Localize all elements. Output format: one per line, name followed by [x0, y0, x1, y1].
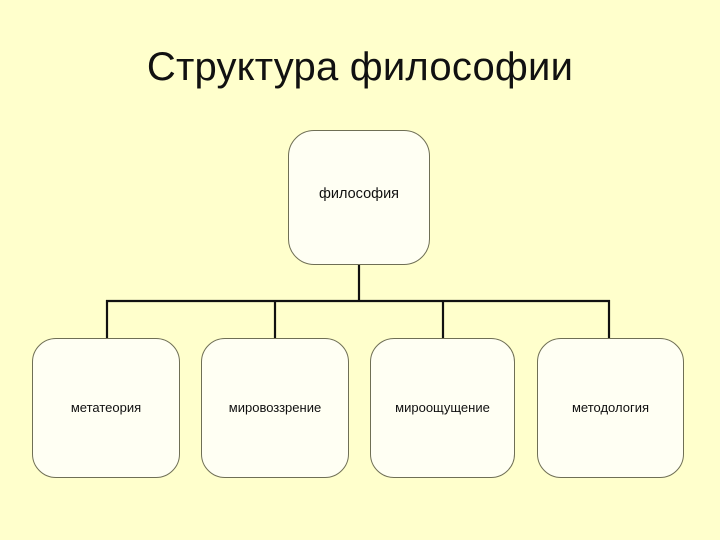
- node-child-methodology[interactable]: методология: [537, 338, 684, 478]
- node-root-label: философия: [318, 186, 400, 202]
- node-child-worldview[interactable]: мировоззрение: [201, 338, 349, 478]
- node-root-philosophy[interactable]: философия: [288, 130, 430, 265]
- page-title: Структура философии: [146, 45, 574, 89]
- node-child-label: мировоззрение: [228, 399, 322, 415]
- node-child-metatheory[interactable]: метатеория: [32, 338, 180, 478]
- node-child-world-sensing[interactable]: мироощущение: [370, 338, 515, 478]
- node-child-label: мироощущение: [395, 399, 490, 415]
- node-child-label: методология: [571, 399, 650, 415]
- node-child-label: метатеория: [70, 399, 142, 415]
